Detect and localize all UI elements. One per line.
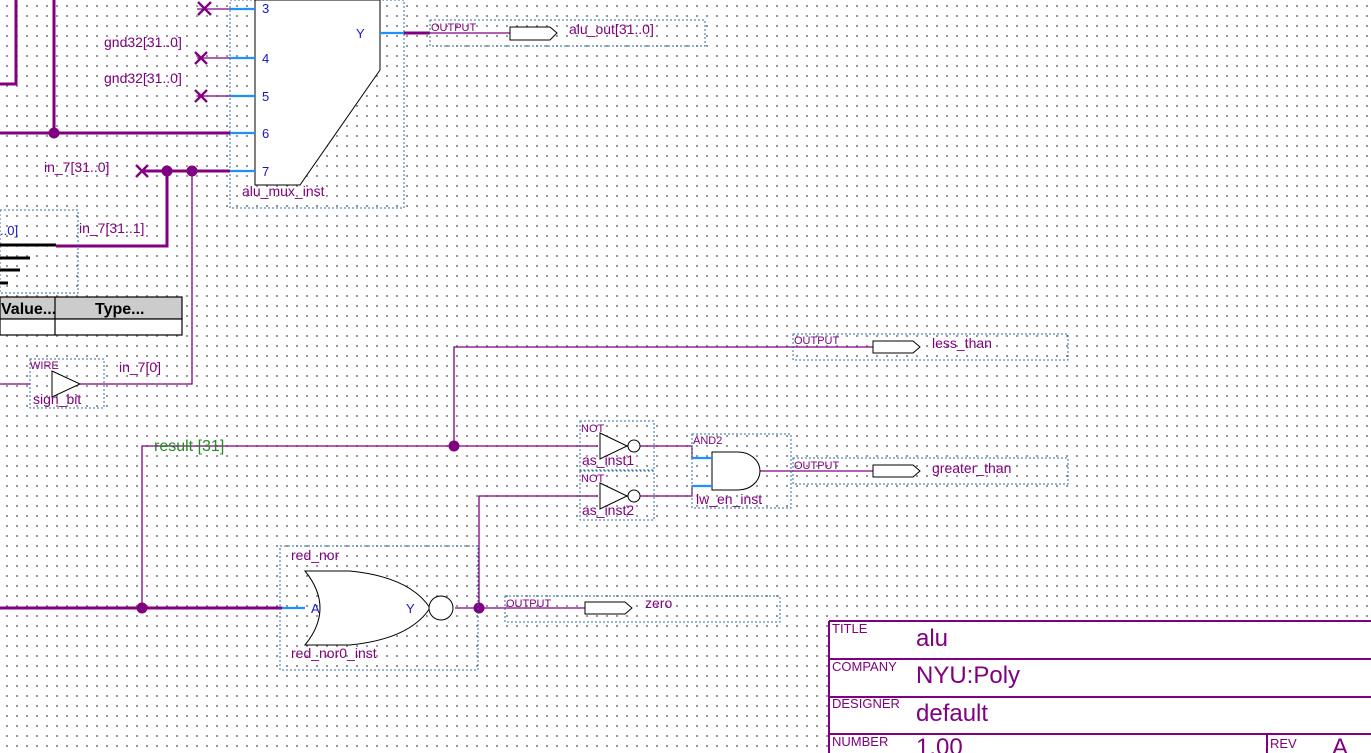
nor-body — [303, 570, 431, 646]
output-arrow — [509, 26, 558, 41]
gnd32-label-pin5: gnd32[31..0] — [104, 70, 182, 86]
junction-zero — [473, 602, 485, 614]
tb-number-value: 1.00 — [916, 734, 963, 753]
mux-body — [254, 0, 381, 186]
table-body-row — [0, 318, 183, 336]
greater-than-kind: OUTPUT — [794, 460, 840, 472]
not1-bubble — [627, 439, 641, 453]
not2-bubble — [627, 489, 641, 503]
sign-bit-wire[interactable]: WIRE sign_bit in_7[0] — [29, 358, 161, 409]
tb-rev-key: REV — [1270, 736, 1297, 751]
and2-kind: AND2 — [693, 435, 722, 447]
result-31-wire — [141, 445, 598, 608]
in7-0-label: in_7[0] — [119, 359, 161, 375]
alu-mux-block[interactable]: 3 4 5 6 7 Y alu_mux_inst — [229, 0, 405, 209]
not1-triangle — [599, 432, 629, 460]
tb-company-key: COMPANY — [832, 659, 897, 674]
mux-pin-4-label: 4 — [262, 51, 269, 66]
not1-kind: NOT — [581, 423, 605, 435]
alu-out-port[interactable]: OUTPUT alu_out[31..0] — [404, 19, 706, 47]
nor-pin-y: Y — [406, 601, 415, 616]
mux-pin-6-label: 6 — [262, 126, 269, 141]
alu-out-kind: OUTPUT — [431, 22, 477, 34]
less-than-port[interactable]: OUTPUT less_than — [792, 333, 1069, 361]
mux-pin-5-label: 5 — [262, 89, 269, 104]
red-nor-name: red_nor0_inst — [291, 645, 377, 661]
sign-bit-kind: WIRE — [30, 360, 59, 372]
tb-designer-value: default — [916, 700, 988, 727]
mux-pin-3-label: 3 — [262, 1, 269, 16]
greater-than-port[interactable]: OUTPUT greater_than — [792, 457, 1069, 485]
zero-name: zero — [645, 595, 672, 611]
junction-result-bus — [136, 602, 148, 614]
alu-mux-selection-box — [229, 0, 405, 209]
bus-fragment-symbol[interactable]: ..0] in_7[31..1] — [0, 209, 144, 294]
tb-title-value: alu — [916, 625, 948, 652]
less-than-kind: OUTPUT — [794, 335, 840, 347]
alu-mux-instance-name: alu_mux_inst — [242, 183, 325, 199]
greater-than-name: greater_than — [932, 460, 1011, 476]
result-31-label: result [31] — [154, 438, 224, 455]
table-header-value: Value... — [1, 301, 56, 318]
not2-name: as_inst2 — [582, 502, 634, 518]
tb-designer-key: DESIGNER — [832, 696, 900, 711]
not1-to-and-wire — [640, 445, 712, 459]
not2-kind: NOT — [581, 473, 605, 485]
nor-pin-a: A — [311, 601, 320, 616]
not-gate-2[interactable]: NOT as_inst2 — [579, 470, 655, 521]
alu-out-name: alu_out[31..0] — [569, 21, 654, 37]
zero-to-not2-wire — [478, 495, 598, 608]
title-block: TITLE alu COMPANY NYU:Poly DESIGNER defa… — [828, 620, 1371, 753]
less-than-name: less_than — [932, 335, 992, 351]
less-than-wire — [453, 346, 873, 446]
output-arrow — [584, 601, 633, 615]
bus-in7-31-1 — [56, 171, 169, 248]
zero-port[interactable]: OUTPUT zero — [504, 595, 781, 623]
junction-pin6 — [48, 127, 60, 139]
output-arrow — [872, 340, 921, 354]
wire-in7-0 — [80, 171, 193, 385]
gnd32-label-pin4: gnd32[31..0] — [104, 34, 182, 50]
tb-rev-value: A — [1332, 734, 1348, 753]
not-gate-1[interactable]: NOT as_inst1 — [579, 420, 655, 471]
and2-body — [711, 451, 761, 491]
buffer-triangle — [51, 370, 82, 398]
result-net: result [31] — [0, 346, 873, 614]
not2-triangle — [599, 482, 629, 510]
tb-number-key: NUMBER — [832, 734, 888, 749]
zero-kind: OUTPUT — [506, 598, 552, 610]
not1-name: as_inst1 — [582, 452, 634, 468]
tb-company-value: NYU:Poly — [916, 662, 1020, 689]
table-header-type: Type... — [95, 301, 145, 318]
bus-left-corner — [0, 0, 18, 86]
tb-title-key: TITLE — [832, 621, 868, 636]
in7-31-1-label: in_7[31..1] — [79, 220, 144, 236]
mux-pin-7-label: 7 — [262, 164, 269, 179]
sign-bit-name: sign_bit — [33, 391, 81, 407]
parameter-table[interactable]: Value... Type... — [0, 296, 183, 336]
mux-input-wiring: gnd32[31..0] gnd32[31..0] in_7[31..0] — [0, 0, 230, 385]
nor-bubble — [428, 595, 454, 621]
in7-label: in_7[31..0] — [44, 159, 109, 175]
red-nor-kind: red_nor — [291, 547, 340, 563]
mux-y-pin-label: Y — [356, 26, 365, 41]
and2-gate[interactable]: AND2 lw_en_inst — [691, 433, 792, 509]
and2-name: lw_en_inst — [696, 491, 762, 507]
bus-fragment-label: ..0] — [0, 223, 18, 238]
output-arrow — [872, 464, 921, 478]
red-nor-block[interactable]: red_nor A Y red_nor0_inst — [279, 545, 479, 671]
